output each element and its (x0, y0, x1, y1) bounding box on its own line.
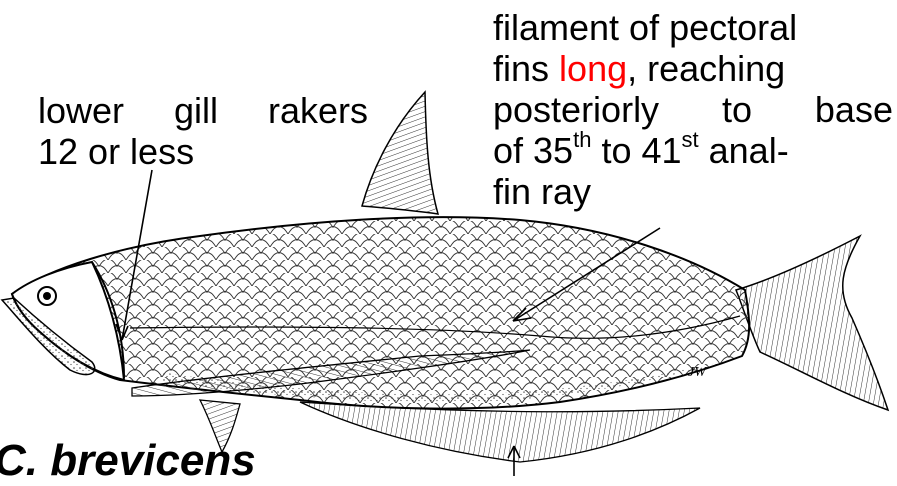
pectoral-fin-label: filament of pectoral fins long, reaching… (493, 7, 893, 212)
gill-label-word: lower (38, 90, 124, 131)
gill-label-word: rakers (268, 90, 368, 131)
long-highlight: long (559, 48, 627, 89)
pectoral-label-word: to (722, 89, 752, 130)
species-name: C. brevicens (0, 436, 256, 486)
dorsal-fin (362, 92, 438, 214)
pectoral-label-line: fin ray (493, 171, 893, 212)
pectoral-label-line: filament of pectoral (493, 7, 797, 48)
caudal-fin (736, 236, 888, 410)
pectoral-label-segment: fins long, reaching (493, 48, 785, 89)
pectoral-label-word: base (815, 89, 893, 130)
fish-pupil (43, 292, 51, 300)
anal-fin (300, 402, 700, 462)
pectoral-label-line: of 35th to 41st anal- (493, 130, 893, 171)
gill-label-line: 12 or less (38, 131, 368, 172)
pectoral-label-word: posteriorly (493, 89, 659, 130)
artist-signature: JW (688, 365, 707, 380)
gill-rakers-label: lower gill rakers 12 or less (38, 90, 368, 172)
gill-label-word: gill (174, 90, 218, 131)
